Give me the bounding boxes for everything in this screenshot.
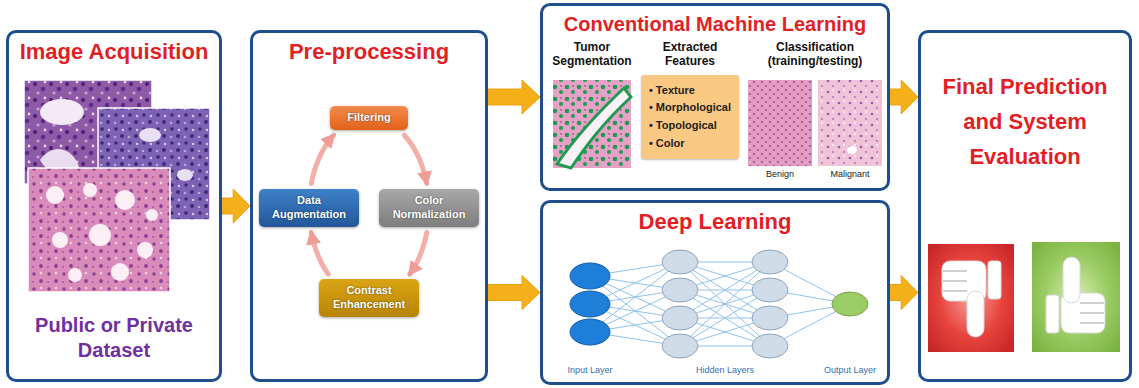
flow-arrow <box>222 189 250 223</box>
stage-title: Pre-processing <box>253 39 485 65</box>
flow-arrow <box>488 276 540 310</box>
layer-label: Input Layer <box>550 366 630 376</box>
process-box: Contrast Enhancement <box>319 279 419 317</box>
box-label: Contrast Enhancement <box>326 284 412 312</box>
stage-panel: Pre-processingFilteringColor Normalizati… <box>250 30 488 382</box>
input-neurons <box>570 263 610 345</box>
layer-label: Output Layer <box>815 366 885 376</box>
tissue-lumen <box>40 99 84 125</box>
output-neuron <box>832 292 868 316</box>
section-label: Classification (training/testing) <box>740 40 890 69</box>
feature-heading: Extracted Features <box>642 40 738 69</box>
image-label: Benign <box>748 170 812 180</box>
process-box: Data Augmentation <box>259 189 359 227</box>
process-box: Color Normalization <box>379 189 479 227</box>
histology-image <box>28 168 170 292</box>
thumbs-down-icon <box>928 244 1014 352</box>
stage-panel: Final Prediction and System Evaluation <box>918 30 1132 382</box>
stage-title: Image Acquisition <box>9 39 219 65</box>
cycle-arrow <box>410 232 427 274</box>
cycle-arrow <box>311 232 328 274</box>
tissue-lumen <box>139 128 161 142</box>
flow-arrow <box>890 276 918 310</box>
histology-images <box>24 80 210 292</box>
feature-item: • Morphological <box>649 99 731 117</box>
thumbs-down-hand <box>942 261 1001 337</box>
feature-list-box: Extracted Features • Texture• Morphologic… <box>641 40 739 159</box>
malignant-tissue <box>818 80 882 166</box>
box-label: Filtering <box>337 111 401 125</box>
stage-title: Conventional Machine Learning <box>543 12 887 36</box>
process-box: Filtering <box>330 106 408 130</box>
stage-panel: Deep Learning <box>540 200 890 385</box>
tissue-lumens <box>46 183 158 282</box>
thumbs-up-icon <box>1032 242 1120 352</box>
thumbs-up-hand <box>1046 257 1105 333</box>
flow-arrow <box>488 80 540 114</box>
layer-label: Hidden Layers <box>675 366 775 376</box>
cycle-arrow <box>404 135 426 183</box>
segmentation-image <box>553 80 631 168</box>
feature-item: • Topological <box>649 117 731 135</box>
image-label: Malignant <box>818 170 882 180</box>
box-label: Color Normalization <box>386 194 472 222</box>
tissue-lumen <box>847 146 857 154</box>
hidden-neurons <box>662 250 788 358</box>
dataset-caption: Public or Private Dataset <box>15 313 213 363</box>
feature-item: • Texture <box>649 82 731 100</box>
stage-panel: Conventional Machine LearningExtracted F… <box>540 3 890 191</box>
malignant-image <box>818 80 882 166</box>
stage-panel: Image AcquisitionPublic or Private Datas… <box>6 30 222 382</box>
feature-item: • Color <box>649 135 731 153</box>
segmented-tissue <box>553 80 631 168</box>
stage-title: Final Prediction and System Evaluation <box>921 33 1129 175</box>
network-links <box>590 262 850 346</box>
cycle-arrow <box>311 135 333 183</box>
feature-box: • Texture• Morphological• Topological• C… <box>641 75 739 159</box>
flow-arrow <box>890 80 918 114</box>
section-label: Tumor Segmentation <box>547 40 637 69</box>
box-label: Data Augmentation <box>266 194 352 222</box>
vessel-region <box>557 88 631 168</box>
tissue-lumen <box>177 169 193 181</box>
stage-title: Deep Learning <box>543 209 887 235</box>
benign-image <box>748 80 812 166</box>
neural-network <box>570 250 868 358</box>
